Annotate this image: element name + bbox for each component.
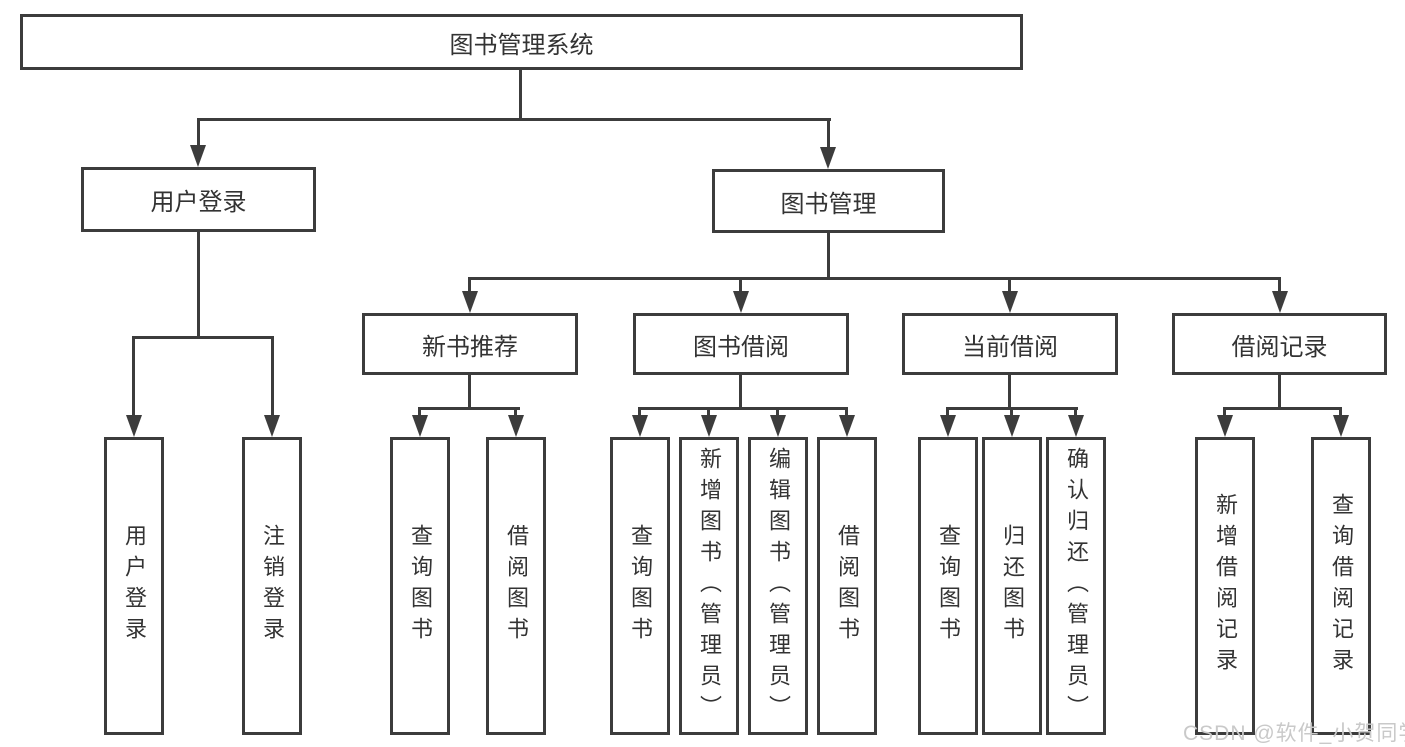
arrowhead-down [1002, 291, 1018, 313]
node-new-book-recommend: 新书推荐 [362, 313, 578, 375]
arrowhead-down [508, 415, 524, 437]
connector-line [638, 407, 641, 417]
connector-line [468, 277, 471, 293]
node-label: 借阅记录 [1231, 333, 1328, 361]
connector-line [776, 407, 779, 417]
node-label: 图书管理 [780, 190, 877, 218]
node-label: 确认归还（管理员） [1064, 446, 1089, 726]
leaf-query-books-borrow: 查询图书 [610, 437, 670, 735]
node-label: 新增图书（管理员） [697, 446, 722, 726]
connector-line [1278, 375, 1281, 407]
node-label: 归还图书 [1000, 524, 1025, 648]
connector-line [418, 407, 520, 410]
leaf-borrow-books-recommend: 借阅图书 [486, 437, 546, 735]
connector-line [271, 336, 274, 416]
connector-line [739, 277, 742, 293]
connector-line [1278, 277, 1281, 293]
arrowhead-down [264, 415, 280, 437]
arrowhead-down [632, 415, 648, 437]
node-label: 当前借阅 [962, 333, 1058, 361]
leaf-query-books-current: 查询图书 [918, 437, 978, 735]
node-borrow-records: 借阅记录 [1172, 313, 1387, 375]
connector-line [1223, 407, 1226, 417]
node-book-borrowing: 图书借阅 [633, 313, 849, 375]
node-label: 查询图书 [628, 524, 653, 648]
connector-line [418, 407, 421, 417]
node-label: 借阅图书 [504, 524, 529, 648]
node-root: 图书管理系统 [20, 14, 1023, 70]
arrowhead-down [940, 415, 956, 437]
connector-line [132, 336, 135, 416]
connector-line [638, 407, 848, 410]
connector-line [514, 407, 517, 417]
connector-line [132, 336, 274, 339]
connector-line [845, 407, 848, 417]
node-label: 图书借阅 [693, 333, 789, 361]
arrowhead-down [701, 415, 717, 437]
leaf-query-books-recommend: 查询图书 [390, 437, 450, 735]
connector-line [707, 407, 710, 417]
node-label: 借阅图书 [835, 524, 860, 648]
leaf-confirm-return-admin: 确认归还（管理员） [1046, 437, 1106, 735]
connector-line [197, 118, 200, 151]
arrowhead-down [412, 415, 428, 437]
arrowhead-down [126, 415, 142, 437]
leaf-borrow-books: 借阅图书 [817, 437, 877, 735]
connector-line [827, 118, 830, 151]
connector-line [197, 118, 831, 121]
leaf-edit-book-admin: 编辑图书（管理员） [748, 437, 808, 735]
leaf-query-borrow-record: 查询借阅记录 [1311, 437, 1371, 735]
arrowhead-down [1068, 415, 1084, 437]
arrowhead-down [1217, 415, 1233, 437]
node-label: 查询图书 [936, 524, 961, 648]
connector-line [1008, 277, 1011, 293]
arrowhead-down [190, 145, 206, 167]
connector-line [468, 375, 471, 407]
leaf-add-book-admin: 新增图书（管理员） [679, 437, 739, 735]
node-user-login: 用户登录 [81, 167, 316, 232]
leaf-logout: 注销登录 [242, 437, 302, 735]
connector-line [468, 277, 1281, 280]
node-book-management: 图书管理 [712, 169, 945, 233]
connector-line [197, 232, 200, 336]
node-label: 新书推荐 [422, 333, 518, 361]
arrowhead-down [839, 415, 855, 437]
node-label: 用户登录 [122, 524, 147, 648]
node-label: 用户登录 [150, 189, 247, 216]
leaf-return-book: 归还图书 [982, 437, 1042, 735]
connector-line [1010, 407, 1013, 417]
leaf-add-borrow-record: 新增借阅记录 [1195, 437, 1255, 735]
arrowhead-down [1333, 415, 1349, 437]
node-label: 新增借阅记录 [1213, 493, 1238, 679]
watermark: CSDN @软件_小贺同学 [1183, 722, 1405, 745]
node-current-borrowing: 当前借阅 [902, 313, 1118, 375]
leaf-user-login: 用户登录 [104, 437, 164, 735]
arrowhead-down [1272, 291, 1288, 313]
arrowhead-down [462, 291, 478, 313]
arrowhead-down [733, 291, 749, 313]
connector-line [739, 375, 742, 407]
arrowhead-down [770, 415, 786, 437]
node-label: 查询图书 [408, 524, 433, 648]
arrowhead-down [1004, 415, 1020, 437]
connector-line [946, 407, 949, 417]
connector-line [519, 70, 522, 118]
connector-line [1074, 407, 1077, 417]
node-label: 编辑图书（管理员） [766, 446, 791, 726]
node-label: 注销登录 [260, 524, 285, 648]
node-label: 图书管理系统 [449, 31, 594, 59]
connector-line [1223, 407, 1341, 410]
node-label: 查询借阅记录 [1329, 493, 1354, 679]
connector-line [827, 233, 830, 277]
connector-line [1339, 407, 1342, 417]
connector-line [1008, 375, 1011, 407]
arrowhead-down [820, 147, 836, 169]
